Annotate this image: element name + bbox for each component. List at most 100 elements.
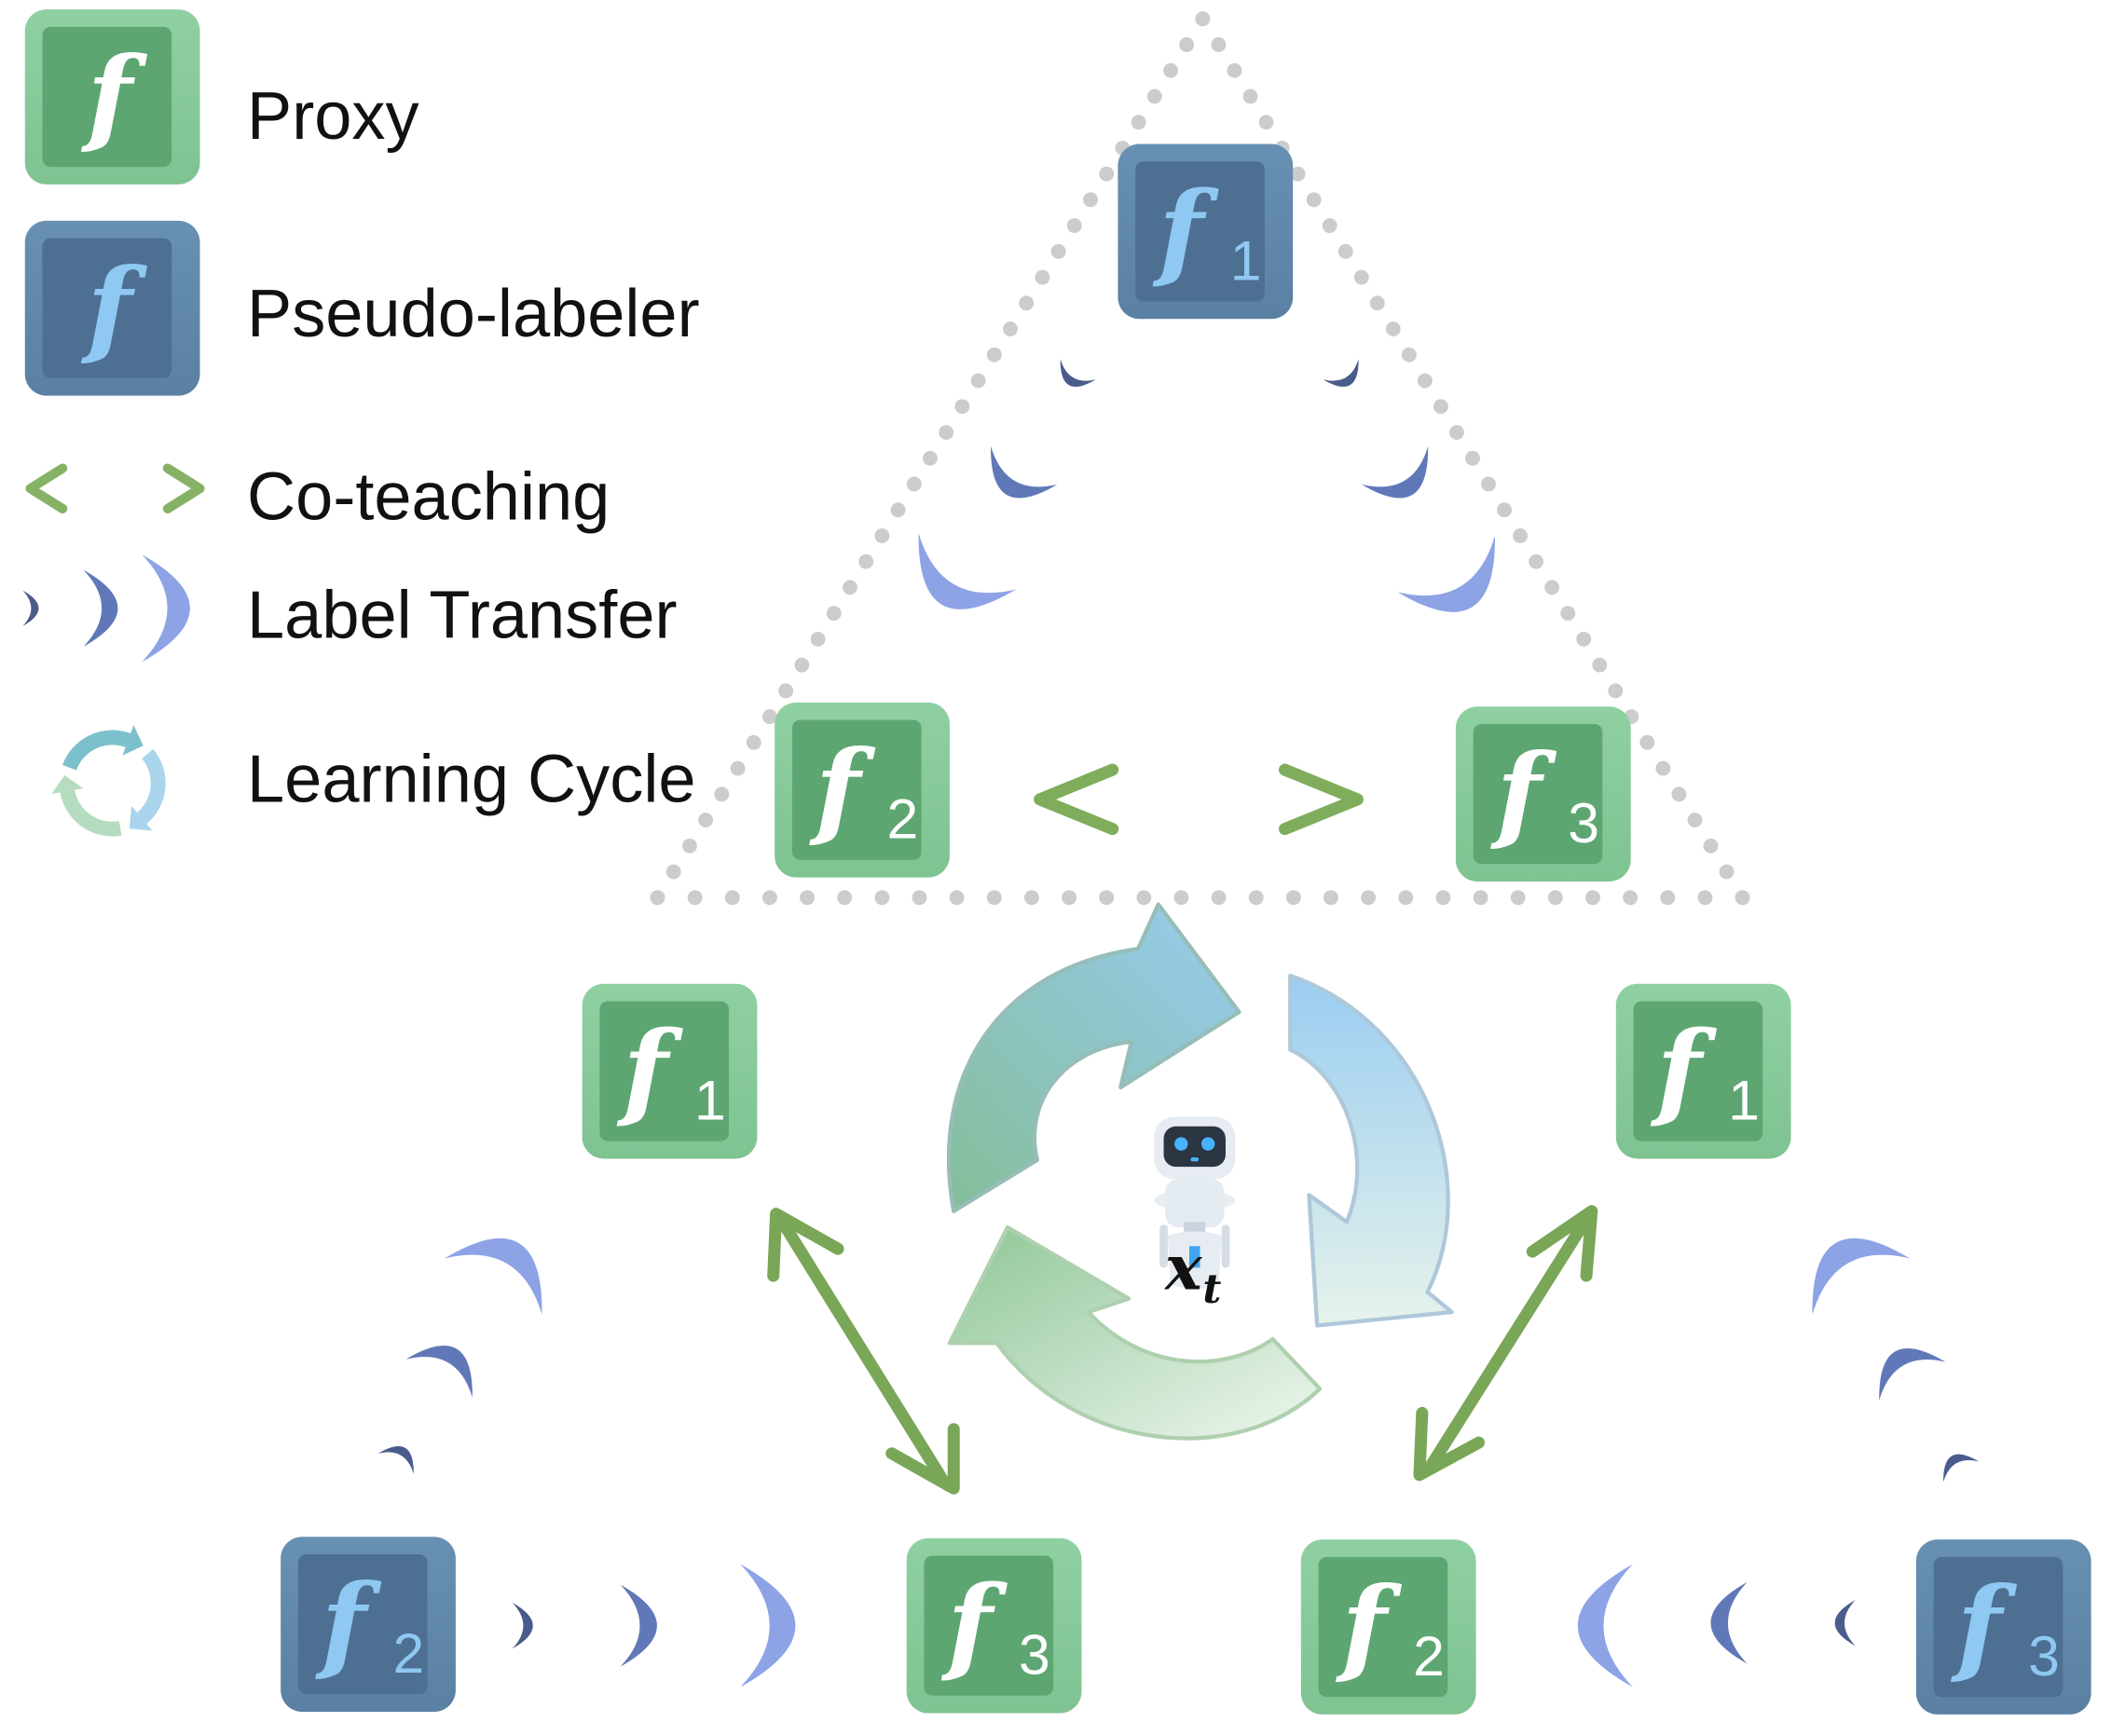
outline-dot [1050, 243, 1066, 259]
transfer-crescent [1879, 1347, 1946, 1401]
transfer-crescent [405, 1346, 473, 1398]
outline-dot [858, 554, 874, 569]
cycle-arrowhead [51, 774, 84, 795]
outline-dot [1660, 890, 1676, 906]
outline-dot [1211, 37, 1227, 52]
transfer-crescent [1060, 359, 1096, 388]
outline-dot [1083, 192, 1098, 208]
outline-dot [986, 347, 1002, 362]
cycle-arrow-bottom [947, 1224, 1323, 1441]
node-inner [1633, 1001, 1763, 1141]
outline-dot [1323, 890, 1338, 906]
outline-dot [1497, 502, 1512, 518]
outline-dot [1510, 890, 1526, 906]
outline-dot [949, 890, 965, 906]
legend-transfer-label: Label Transfer [247, 579, 677, 653]
center-t-subscript: t [1202, 1265, 1221, 1313]
learning-cycle: x t [946, 902, 1454, 1441]
robot-icon [1154, 1116, 1236, 1290]
outline-dot [1035, 269, 1050, 285]
outline-dot [1131, 115, 1146, 130]
legend: f Proxy f Pseudo-labeler Co-teaching Lab… [22, 9, 700, 837]
node-subscript: 3 [1019, 1623, 1050, 1687]
transfer-crescent [1834, 1599, 1856, 1647]
outline-dot [1735, 890, 1750, 906]
outline-dot [1513, 528, 1529, 543]
outline-dot [874, 528, 890, 543]
outline-dot [1671, 786, 1687, 802]
cycle-arrow-right [1288, 973, 1454, 1328]
transfer-crescent [620, 1584, 657, 1667]
legend-pseudo-icon: f [24, 220, 200, 396]
node-inner [42, 238, 172, 378]
transfer-crescent [1812, 1237, 1911, 1315]
outline-dot [1227, 62, 1242, 78]
outline-dot [906, 476, 922, 492]
node-inner [1933, 1556, 2064, 1698]
left-label-transfer-vertical [377, 1237, 542, 1474]
right-label-transfer-vertical [1812, 1237, 1980, 1483]
center-input-label: x t [1163, 1232, 1221, 1313]
legend-cycle: Learning Cycle [51, 725, 696, 837]
outline-dot [1473, 890, 1488, 906]
outline-dot [1248, 890, 1264, 906]
outline-dot [1163, 62, 1178, 78]
outline-dot [724, 890, 740, 906]
node-inner [1318, 1556, 1448, 1698]
learning-cycle-icon [51, 725, 166, 837]
outline-dot [1195, 11, 1211, 27]
outline-dot [800, 890, 816, 906]
outline-dot [761, 890, 777, 906]
node-subscript: 2 [886, 787, 918, 851]
legend-proxy-label: Proxy [247, 79, 419, 154]
outline-dot [778, 683, 794, 699]
outline-dot [874, 890, 890, 906]
dotted-triangle-outline [650, 11, 1750, 906]
outline-dot [1639, 734, 1655, 750]
outline-dot [1547, 890, 1563, 906]
outline-dot [1592, 657, 1608, 673]
legend-transfer: Label Transfer [22, 554, 678, 663]
node-subscript: 1 [1230, 228, 1262, 292]
outline-dot [1099, 166, 1115, 182]
transfer-crescent [83, 569, 118, 647]
outline-dot [1465, 450, 1480, 466]
outline-dot [794, 657, 810, 673]
top-label-transfer-left [918, 359, 1096, 609]
cycle-arc [136, 748, 166, 825]
transfer-crescent [22, 590, 39, 626]
center-x-symbol: x [1163, 1232, 1203, 1305]
outline-dot [1023, 890, 1039, 906]
transfer-crescent [1361, 445, 1429, 499]
outline-dot [1687, 813, 1703, 828]
transfer-crescent [512, 1602, 533, 1649]
node-inner [42, 26, 172, 168]
transfer-crescent [1577, 1564, 1633, 1688]
cycle-arrowhead [129, 805, 153, 831]
outline-dot [1285, 890, 1301, 906]
outline-dot [1697, 890, 1713, 906]
outline-dot [826, 606, 842, 622]
node-subscript: 3 [1568, 791, 1599, 854]
transfer-crescent [1397, 535, 1495, 612]
node-inner [1135, 161, 1265, 302]
outline-dot [1211, 890, 1227, 906]
transfer-crescent [377, 1445, 414, 1474]
left-label-transfer-horizontal [512, 1564, 796, 1688]
top-label-transfer-right [1323, 359, 1495, 612]
legend-coteach: Co-teaching [25, 459, 610, 534]
outline-dot [939, 425, 954, 440]
outline-dot [1099, 890, 1115, 906]
outline-dot [714, 786, 730, 802]
outline-dot [1337, 243, 1353, 259]
node-inner [791, 719, 922, 860]
node-subscript: 1 [694, 1069, 726, 1132]
legend-pseudo: f Pseudo-labeler [24, 220, 700, 396]
outline-dot [986, 890, 1002, 906]
legend-cycle-label: Learning Cycle [247, 743, 696, 817]
outline-dot [1623, 890, 1639, 906]
